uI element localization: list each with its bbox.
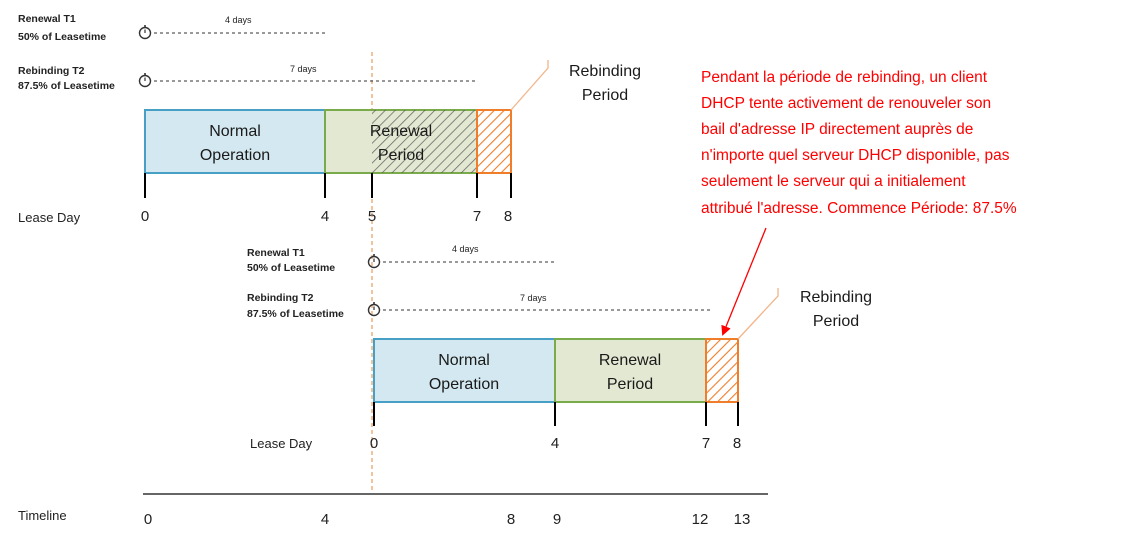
top-normal-text-1: Normal bbox=[209, 123, 261, 140]
bottom-tick-4: 4 bbox=[551, 435, 559, 452]
top-renewal-text-2: Period bbox=[378, 147, 424, 164]
top-rebinding-box bbox=[476, 109, 512, 174]
timeline-tick-4: 4 bbox=[321, 511, 329, 528]
bottom-renewal-text-2: Period bbox=[607, 376, 653, 393]
top-renewal-label-2: 50% of Leasetime bbox=[18, 31, 106, 43]
top-renewal-days: 4 days bbox=[225, 15, 252, 25]
timeline-tick-12: 12 bbox=[692, 511, 709, 528]
bottom-normal-text-2: Operation bbox=[429, 376, 499, 393]
bottom-rebinding-days: 7 days bbox=[520, 293, 547, 303]
bottom-rebinding-callout-1: Rebinding bbox=[800, 289, 872, 306]
annotation-line-5: seulement le serveur qui a initialement bbox=[701, 173, 966, 190]
timeline-section: Timeline 0 4 8 9 12 13 bbox=[18, 493, 768, 528]
top-tick-7: 7 bbox=[473, 208, 481, 225]
top-rebinding-callout-line bbox=[510, 60, 549, 111]
top-renewal-overlap-hatch bbox=[372, 110, 477, 173]
stopwatch-icon bbox=[138, 73, 152, 88]
bottom-tick-7: 7 bbox=[702, 435, 710, 452]
annotation-line-4: n'importe quel serveur DHCP disponible, … bbox=[701, 147, 1010, 164]
annotation-line-6: attribué l'adresse. Commence Période: 87… bbox=[701, 200, 1017, 217]
top-tick-8: 8 bbox=[504, 208, 512, 225]
top-normal-text-2: Operation bbox=[200, 147, 270, 164]
top-rebinding-days: 7 days bbox=[290, 64, 317, 74]
bottom-rebinding-label-1: Rebinding T2 bbox=[247, 292, 314, 304]
stopwatch-icon bbox=[138, 25, 152, 40]
timeline-tick-13: 13 bbox=[734, 511, 751, 528]
rebinding-annotation: Pendant la période de rebinding, un clie… bbox=[701, 69, 1017, 336]
bottom-normal-text-1: Normal bbox=[438, 352, 490, 369]
bottom-lease-section: Renewal T1 50% of Leasetime 4 days Rebin… bbox=[247, 244, 872, 452]
bottom-rebinding-callout-2: Period bbox=[813, 313, 859, 330]
annotation-line-2: DHCP tente activement de renouveler son bbox=[701, 95, 991, 112]
timeline-tick-8: 8 bbox=[507, 511, 515, 528]
top-tick-0: 0 bbox=[141, 208, 149, 225]
bottom-rebinding-callout-line bbox=[737, 288, 779, 340]
bottom-renewal-period-box bbox=[554, 338, 707, 403]
bottom-rebinding-box bbox=[705, 338, 739, 403]
top-normal-operation-box bbox=[144, 109, 326, 174]
annotation-line-1: Pendant la période de rebinding, un clie… bbox=[701, 69, 988, 86]
bottom-renewal-text-1: Renewal bbox=[599, 352, 661, 369]
timeline-tick-9: 9 bbox=[553, 511, 561, 528]
annotation-line-3: bail d'adresse IP directement auprès de bbox=[701, 121, 973, 138]
top-tick-4: 4 bbox=[321, 208, 329, 225]
stopwatch-icon bbox=[367, 254, 381, 269]
bottom-lease-day-label: Lease Day bbox=[250, 436, 313, 451]
top-tick-5: 5 bbox=[368, 208, 376, 225]
bottom-tick-8: 8 bbox=[733, 435, 741, 452]
bottom-rebinding-label-2: 87.5% of Leasetime bbox=[247, 308, 344, 320]
bottom-normal-operation-box bbox=[373, 338, 556, 403]
top-lease-section: Renewal T1 50% of Leasetime 4 days Rebin… bbox=[18, 13, 641, 225]
timeline-tick-0: 0 bbox=[144, 511, 152, 528]
top-rebinding-callout-2: Period bbox=[582, 87, 628, 104]
timeline-label: Timeline bbox=[18, 508, 67, 523]
bottom-renewal-days: 4 days bbox=[452, 244, 479, 254]
bottom-renewal-label-1: Renewal T1 bbox=[247, 247, 305, 259]
top-rebinding-label-1: Rebinding T2 bbox=[18, 65, 85, 77]
top-rebinding-callout-1: Rebinding bbox=[569, 63, 641, 80]
bottom-renewal-label-2: 50% of Leasetime bbox=[247, 262, 335, 274]
top-renewal-label-1: Renewal T1 bbox=[18, 13, 76, 25]
stopwatch-icon bbox=[367, 302, 381, 317]
annotation-arrow bbox=[721, 227, 767, 336]
top-renewal-text-1: Renewal bbox=[370, 123, 432, 140]
top-lease-day-label: Lease Day bbox=[18, 210, 81, 225]
bottom-tick-0: 0 bbox=[370, 435, 378, 452]
top-rebinding-label-2: 87.5% of Leasetime bbox=[18, 80, 115, 92]
